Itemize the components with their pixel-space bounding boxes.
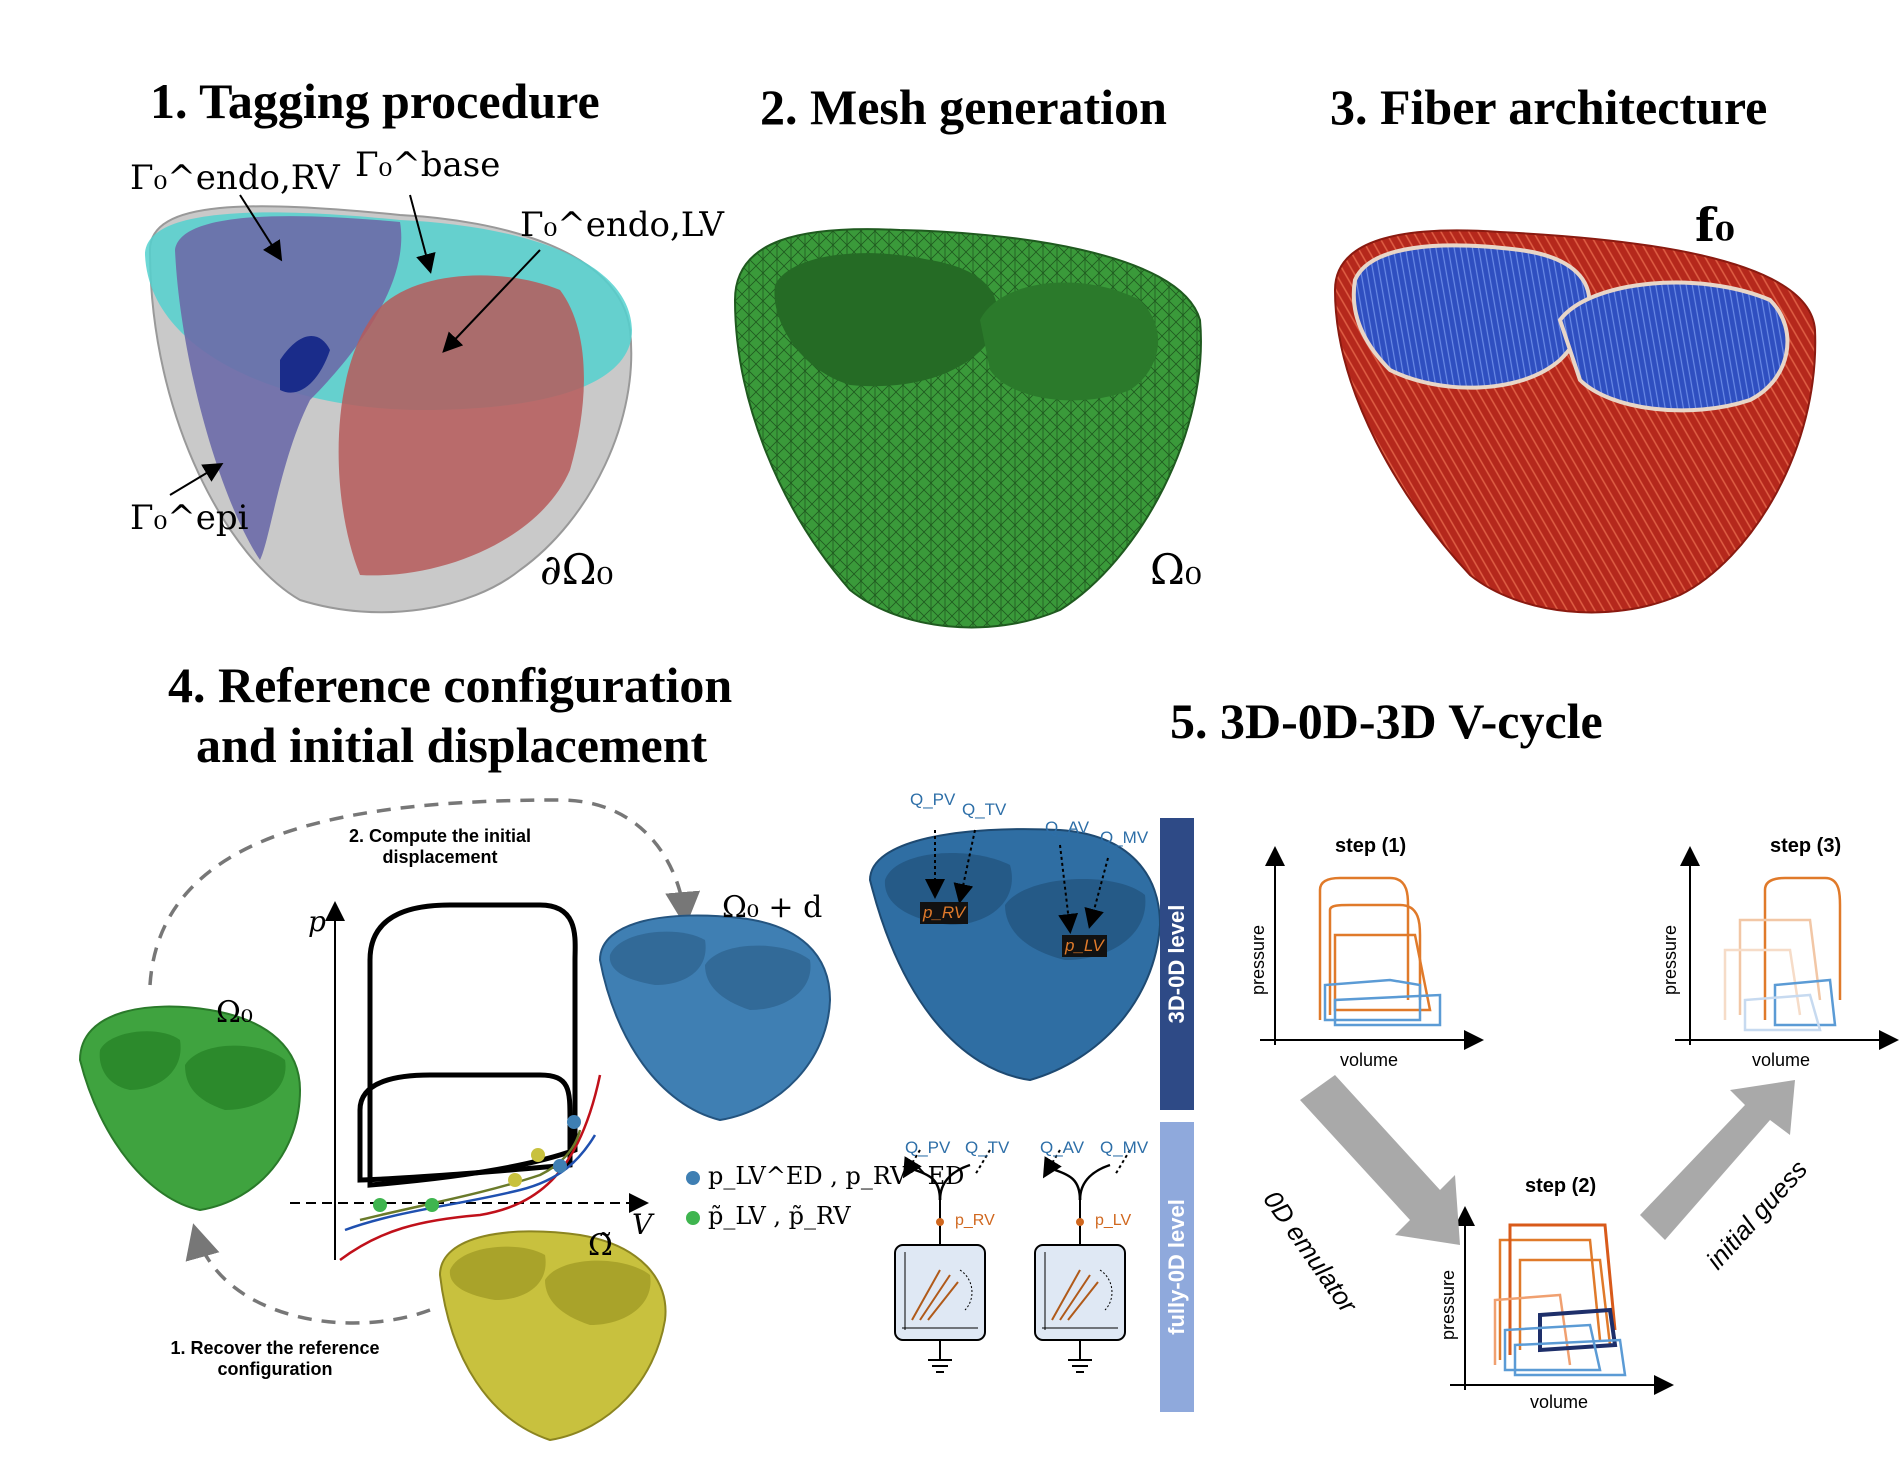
step1-volume-label: volume: [1340, 1050, 1399, 1070]
label-omega-tilde: Ω̃: [588, 1228, 613, 1263]
label-q-tv-3d: Q_TV: [962, 800, 1007, 819]
label-p-axis: p: [308, 905, 326, 938]
label-omega0-green: Ω₀: [216, 995, 253, 1030]
label-fiber: f₀: [1695, 198, 1735, 252]
label-mesh-domain: Ω₀: [1150, 545, 1202, 594]
label-omega0-plus-d: Ω₀ + d: [722, 890, 823, 925]
label-p-rv-0d: p_RV: [955, 1212, 995, 1229]
tagging-heart: [145, 194, 633, 614]
step2-pressure-label: pressure: [1438, 1269, 1458, 1340]
step1-pressure-label: pressure: [1248, 924, 1268, 995]
panel1-title: 1. Tagging procedure: [150, 73, 600, 129]
label-endo-lv: Γ₀^endo,LV: [520, 205, 724, 245]
fiber-heart: [1333, 229, 1817, 614]
panel3-title: 3. Fiber architecture: [1330, 79, 1768, 135]
step3-label: step (3): [1770, 835, 1842, 857]
level-fully-0d: fully-0D level: [1164, 1199, 1189, 1335]
label-p-lv-3d: p_LV: [1062, 935, 1107, 957]
panel2-title: 2. Mesh generation: [760, 79, 1167, 135]
label-p-rv-3d: p_RV: [920, 902, 969, 924]
step1-label: step (1): [1335, 835, 1407, 857]
circuit-lv: [1034, 1149, 1131, 1373]
label-boundary: ∂Ω₀: [540, 545, 614, 594]
step2-label: step (2): [1525, 1175, 1597, 1197]
circuit-rv: [894, 1149, 991, 1373]
recover-reference-label: 1. Recover the reference configuration: [170, 1338, 380, 1379]
legend-reference-pressures: p̃_LV , p̃_RV: [708, 1202, 851, 1230]
label-q-pv-3d: Q_PV: [910, 790, 956, 809]
reference-config-diagram: [78, 798, 832, 1442]
panel4-title-line2: and initial displacement: [196, 717, 708, 773]
legend-ed-pressures: p_LV^ED , p_RV^ED: [708, 1162, 965, 1190]
label-p-lv-0d: p_LV: [1095, 1212, 1132, 1229]
panel4-title-line1: 4. Reference configuration: [168, 657, 733, 713]
step3-pressure-label: pressure: [1660, 924, 1680, 995]
panel5-title: 5. 3D-0D-3D V-cycle: [1170, 693, 1603, 749]
label-endo-rv: Γ₀^endo,RV: [130, 158, 340, 198]
step3-volume-label: volume: [1752, 1050, 1811, 1070]
label-q-av-0d: Q_AV: [1040, 1138, 1085, 1157]
label-q-pv-0d: Q_PV: [905, 1138, 951, 1157]
step2-volume-label: volume: [1530, 1392, 1589, 1412]
label-q-tv-0d: Q_TV: [965, 1138, 1010, 1157]
label-epi: Γ₀^epi: [130, 498, 249, 538]
level-3d-0d: 3D-0D level: [1164, 904, 1189, 1024]
vcycle-diagram: [868, 818, 1899, 1412]
compute-displacement-label: 2. Compute the initial displacement: [348, 826, 531, 867]
mesh-heart: [733, 228, 1202, 629]
label-q-mv-0d: Q_MV: [1100, 1138, 1149, 1157]
label-v-axis: V: [632, 1208, 653, 1241]
label-q-mv-3d: Q_MV: [1100, 828, 1149, 847]
label-q-av-3d: Q_AV: [1045, 818, 1090, 837]
label-base: Γ₀^base: [355, 145, 501, 185]
